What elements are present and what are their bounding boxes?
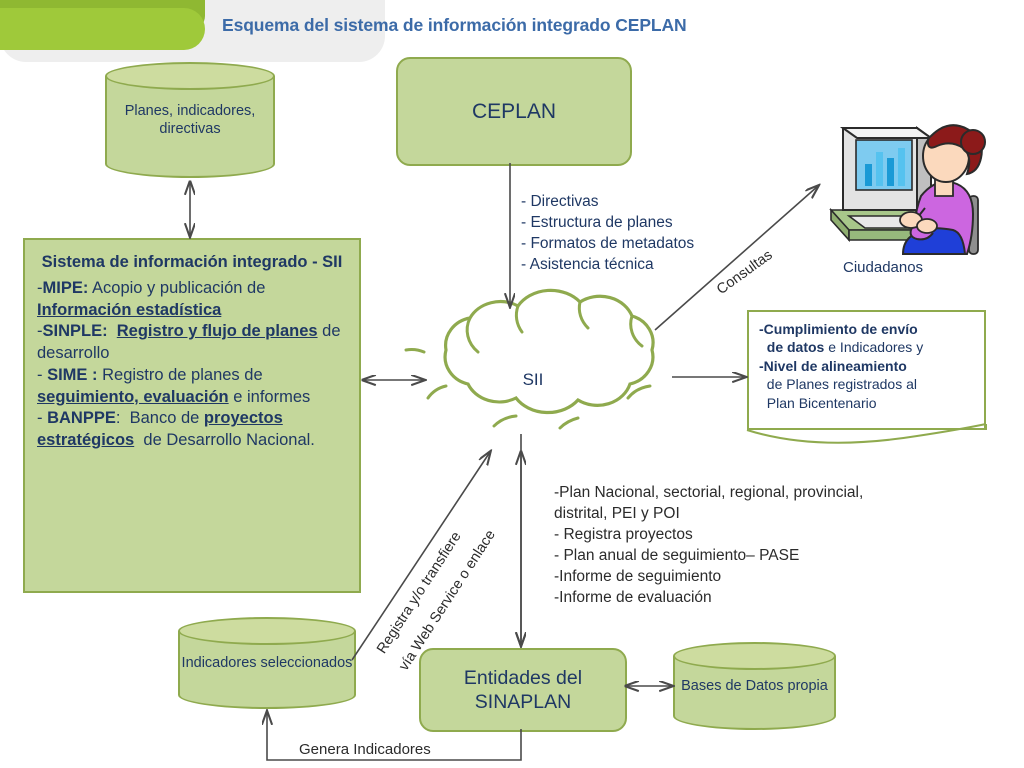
indicadores-seleccionados-cylinder: Indicadores seleccionados (178, 617, 356, 709)
sii-panel-line-sinple: -SINPLE: Registro y flujo de planes de d… (37, 322, 341, 363)
indicadores-seleccionados-label: Indicadores seleccionados (181, 654, 353, 671)
edge-label-consultas: Consultas (714, 247, 776, 298)
sistema-informacion-integrado-panel: Sistema de información integrado - SII -… (23, 238, 361, 593)
sii-panel-line-mipe: -MIPE: Acopio y publicación de Informaci… (37, 278, 266, 319)
sii-panel-line-sime: - SIME : Registro de planes de seguimien… (37, 365, 311, 406)
callout-line-2: -Nivel de alineamiento de Planes registr… (759, 357, 917, 411)
sii-cloud-label: SII (523, 370, 544, 389)
ceplan-box: CEPLAN (396, 57, 632, 166)
cylinder-top (673, 642, 836, 670)
ceplan-outputs-list: - Directivas - Estructura de planes - Fo… (521, 193, 695, 273)
ciudadanos-clipart (813, 112, 993, 257)
entidades-outputs-list: -Plan Nacional, sectorial, regional, pro… (554, 484, 864, 606)
ciudadanos-label: Ciudadanos (843, 259, 924, 276)
callout-line-1: -Cumplimiento de envío de datos e Indica… (759, 321, 924, 356)
planes-indicadores-directivas-label: Planes, indicadores, directivas (124, 102, 256, 137)
cylinder-top (178, 617, 356, 645)
cylinder-top (105, 62, 275, 90)
entidades-sinaplan-box: Entidades del SINAPLAN (419, 648, 627, 732)
sii-cloud-shape (404, 288, 655, 430)
entidades-sinaplan-label: Entidades del SINAPLAN (463, 666, 583, 713)
bases-de-datos-propia-cylinder: Bases de Datos propia (673, 642, 836, 730)
planes-indicadores-directivas-cylinder: Planes, indicadores, directivas (105, 62, 275, 178)
banner-bright-green-bar (0, 8, 205, 50)
sii-panel-heading: Sistema de información integrado - SII (41, 253, 343, 271)
indicadores-callout-box: -Cumplimiento de envío de datos e Indica… (747, 310, 986, 430)
page-title: Esquema del sistema de información integ… (222, 15, 687, 35)
cylinder-body (105, 76, 275, 164)
sii-panel-line-banppe: - BANPPE: Banco de proyectos estratégico… (37, 409, 315, 450)
edge-label-genera-indicadores: Genera Indicadores (299, 741, 431, 758)
ceplan-label: CEPLAN (471, 99, 557, 123)
bases-de-datos-propia-label: Bases de Datos propia (681, 677, 828, 694)
